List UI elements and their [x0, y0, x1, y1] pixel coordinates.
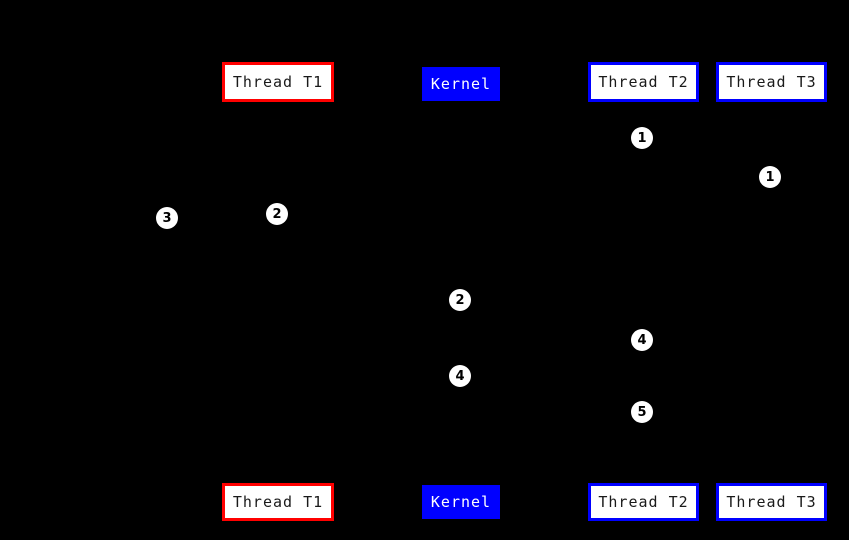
step-marker: 2: [266, 203, 288, 225]
entity-box-thread-t2-bottom: Thread T2: [588, 483, 699, 521]
entity-box-thread-t1-bottom: Thread T1: [222, 483, 334, 521]
step-marker: 2: [449, 289, 471, 311]
entity-box-thread-t3-top: Thread T3: [716, 62, 827, 102]
step-marker: 1: [759, 166, 781, 188]
entity-box-thread-t2-top: Thread T2: [588, 62, 699, 102]
entity-box-kernel-top: Kernel: [422, 67, 500, 101]
step-marker: 1: [631, 127, 653, 149]
step-marker: 4: [631, 329, 653, 351]
entity-box-thread-t3-bottom: Thread T3: [716, 483, 827, 521]
entity-box-thread-t1-top: Thread T1: [222, 62, 334, 102]
step-marker: 4: [449, 365, 471, 387]
step-marker: 5: [631, 401, 653, 423]
entity-box-kernel-bottom: Kernel: [422, 485, 500, 519]
step-marker: 3: [156, 207, 178, 229]
